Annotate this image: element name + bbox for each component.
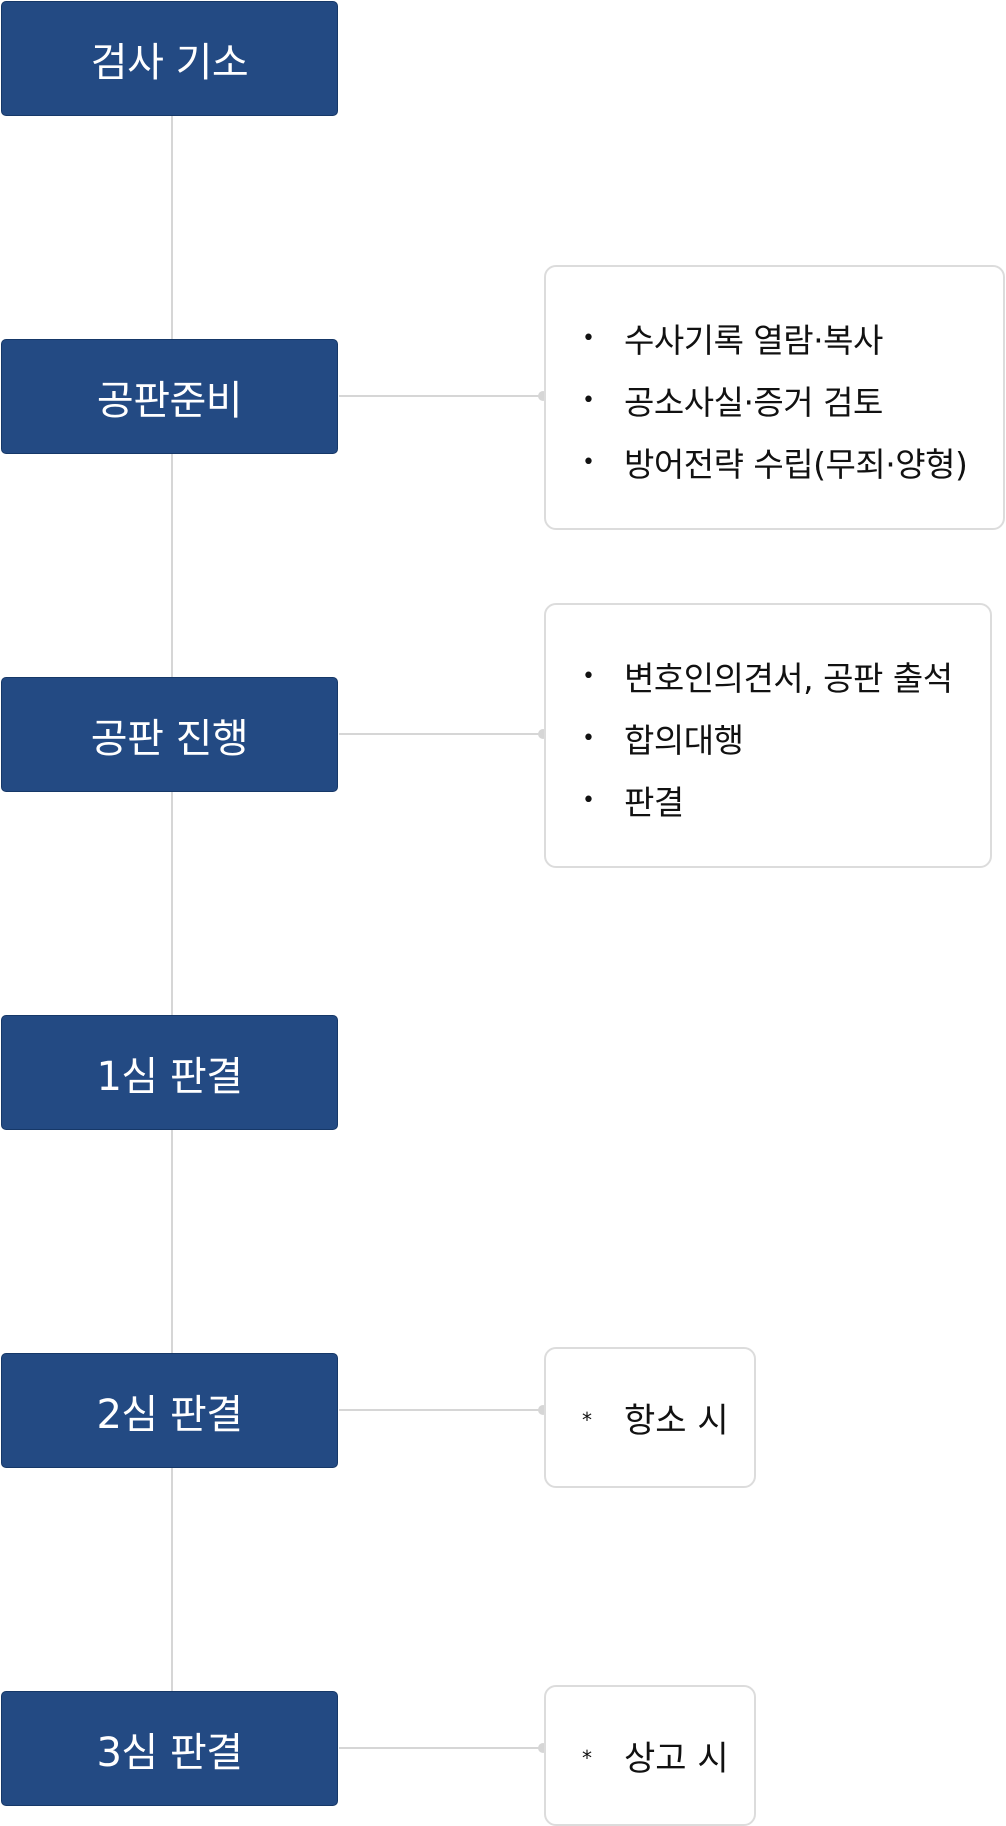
bullet-icon: • [582, 325, 595, 351]
step-label: 1심 판결 [96, 1053, 243, 1100]
note-text: 상고 시 [624, 1739, 729, 1779]
note-list: •변호인의견서, 공판 출석 •합의대행 •판결 [546, 645, 990, 831]
step-label: 3심 판결 [96, 1729, 243, 1776]
list-item: •수사기록 열람·복사 [546, 307, 1003, 369]
connector-dot [538, 1743, 548, 1753]
note-list: •수사기록 열람·복사 •공소사실·증거 검토 •방어전략 수립(무죄·양형) [546, 307, 1003, 493]
asterisk-marker: * [582, 1745, 592, 1770]
list-item: •판결 [546, 769, 990, 831]
note-trial-proceeding: •변호인의견서, 공판 출석 •합의대행 •판결 [544, 603, 992, 868]
list-item: •공소사실·증거 검토 [546, 369, 1003, 431]
connector-line [339, 733, 543, 735]
bullet-icon: • [582, 449, 595, 475]
step-trial-preparation: 공판준비 [1, 339, 338, 454]
bullet-icon: • [582, 725, 595, 751]
step-label: 2심 판결 [96, 1391, 243, 1438]
note-line: * 상고 시 [546, 1687, 754, 1824]
step-label: 공판준비 [96, 377, 243, 424]
note-final-appeal: * 상고 시 [544, 1685, 756, 1826]
list-item: •합의대행 [546, 707, 990, 769]
bullet-icon: • [582, 663, 595, 689]
note-trial-preparation: •수사기록 열람·복사 •공소사실·증거 검토 •방어전략 수립(무죄·양형) [544, 265, 1005, 530]
connector-line [339, 395, 543, 397]
bullet-icon: • [582, 787, 595, 813]
note-appeal: * 항소 시 [544, 1347, 756, 1488]
list-item: •변호인의견서, 공판 출석 [546, 645, 990, 707]
step-trial-proceeding: 공판 진행 [1, 677, 338, 792]
note-text: 항소 시 [624, 1401, 729, 1441]
connector-line [339, 1409, 543, 1411]
step-second-instance-ruling: 2심 판결 [1, 1353, 338, 1468]
connector-dot [538, 1405, 548, 1415]
step-third-instance-ruling: 3심 판결 [1, 1691, 338, 1806]
connector-dot [538, 391, 548, 401]
list-item: •방어전략 수립(무죄·양형) [546, 431, 1003, 493]
note-line: * 항소 시 [546, 1349, 754, 1486]
step-label: 검사 기소 [90, 39, 249, 86]
timeline-spine [171, 116, 173, 1692]
connector-dot [538, 729, 548, 739]
connector-line [339, 1747, 543, 1749]
step-indictment: 검사 기소 [1, 1, 338, 116]
asterisk-marker: * [582, 1407, 592, 1432]
bullet-icon: • [582, 387, 595, 413]
step-first-instance-ruling: 1심 판결 [1, 1015, 338, 1130]
step-label: 공판 진행 [90, 715, 249, 762]
